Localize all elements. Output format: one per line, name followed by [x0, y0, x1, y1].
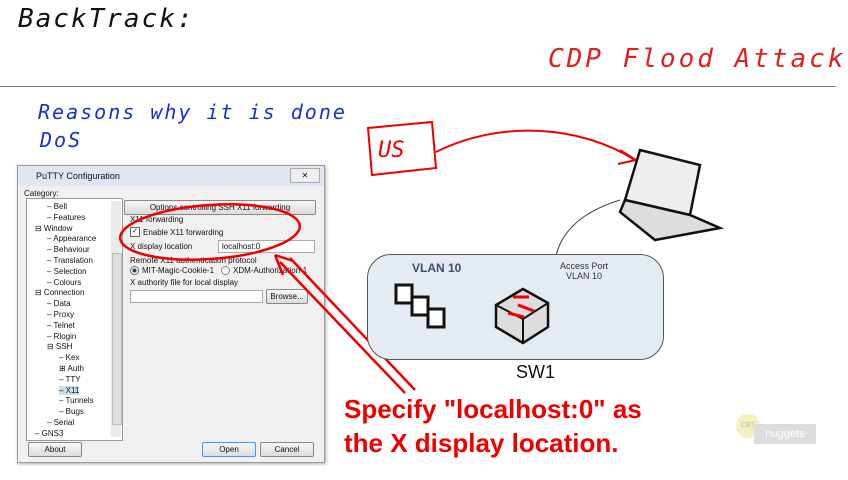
tree-item-rlogin[interactable]: – Rlogin: [47, 331, 77, 341]
panel-header: Options controlling SSH X11 forwarding: [124, 200, 316, 215]
close-button[interactable]: ✕: [290, 168, 320, 183]
cbt-nuggets-logo: CBT nuggets: [736, 414, 820, 450]
open-button[interactable]: Open: [202, 442, 256, 457]
radio-mit-label: MIT-Magic-Cookie-1: [142, 266, 215, 275]
radio-icon: [221, 266, 230, 275]
title-bar: PuTTY Configuration ✕: [18, 166, 324, 186]
tree-item-connection[interactable]: ⊟ Connection: [35, 288, 85, 298]
vlan-label: VLAN 10: [412, 261, 462, 275]
tree-item-data[interactable]: – Data: [47, 299, 71, 309]
putty-window: PuTTY Configuration ✕ Category: – Bell– …: [17, 165, 325, 463]
cancel-button[interactable]: Cancel: [260, 442, 314, 457]
tree-item-colours[interactable]: – Colours: [47, 277, 82, 287]
tree-item-tunnels[interactable]: – Tunnels: [59, 396, 94, 406]
display-location-label: X display location: [130, 242, 193, 251]
red-circle-annotation: [118, 203, 302, 261]
access-port-text: Access Port: [560, 261, 609, 271]
caption-line-1: Specify "localhost:0" as: [344, 394, 642, 424]
tree-item-behaviour[interactable]: – Behaviour: [47, 245, 90, 255]
tree-item-bugs[interactable]: – Bugs: [59, 407, 84, 417]
tree-scrollbar[interactable]: [111, 201, 122, 437]
display-location-input[interactable]: localhost:0: [218, 240, 315, 253]
category-tree: – Bell– Features⊟ Window– Appearance– Be…: [26, 198, 123, 441]
radio-selected-icon: [130, 266, 139, 275]
tree-item-telnet[interactable]: – Telnet: [47, 320, 75, 330]
about-button[interactable]: About: [28, 442, 82, 457]
switch-label: SW1: [516, 362, 556, 382]
tree-item-gns3[interactable]: – GNS3: [35, 428, 64, 438]
tree-item-serial[interactable]: – Serial: [47, 418, 75, 427]
tree-item-appearance[interactable]: – Appearance: [47, 234, 97, 244]
category-label: Category:: [24, 189, 59, 198]
tree-item-x11[interactable]: – X11: [59, 385, 80, 395]
tree-item-tty[interactable]: – TTY: [59, 374, 81, 384]
authfile-input[interactable]: [130, 290, 263, 303]
note-dos: DoS: [40, 128, 83, 152]
switch-icon: [494, 287, 550, 345]
window-title: PuTTY Configuration: [36, 171, 120, 181]
logo-nuggets: nuggets: [754, 424, 816, 444]
tree-item-kex[interactable]: – Kex: [59, 353, 80, 363]
tree-item-translation[interactable]: – Translation: [47, 256, 93, 265]
caption-line-2: the X display location.: [344, 428, 619, 458]
enable-x11-checkbox[interactable]: ✓ Enable X11 forwarding: [130, 227, 223, 237]
caption: Specify "localhost:0" as the X display l…: [344, 392, 642, 460]
laptop-icon: [618, 148, 725, 242]
red-arrow-annotation: [273, 253, 416, 394]
slide-subtitle: CDP Flood Attack: [548, 44, 847, 74]
browse-button[interactable]: Browse...: [266, 289, 308, 304]
check-icon: ✓: [130, 227, 140, 237]
tree-item-ssh[interactable]: ⊟ SSH: [47, 342, 73, 352]
tree-item-window[interactable]: ⊟ Window: [35, 223, 73, 233]
access-vlan-text: VLAN 10: [565, 271, 603, 281]
tree-item-proxy[interactable]: – Proxy: [47, 310, 75, 319]
tree-item-selection[interactable]: – Selection: [47, 266, 87, 276]
radio-mit[interactable]: MIT-Magic-Cookie-1: [130, 266, 214, 275]
radio-xdm[interactable]: XDM-Authorization-1: [221, 266, 316, 275]
note-reasons: Reasons why it is done: [38, 100, 347, 124]
tree-item-auth[interactable]: ⊞ Auth: [59, 364, 84, 373]
slide-title: BackTrack:: [18, 4, 195, 34]
workstations-icon: [394, 283, 446, 329]
us-label: US: [378, 138, 405, 163]
radio-xdm-label: XDM-Authorization-1: [233, 266, 308, 275]
x11-group-label: X11 forwarding: [130, 215, 184, 224]
divider: [0, 86, 836, 87]
tree-item-features[interactable]: – Features: [47, 212, 86, 222]
enable-x11-label: Enable X11 forwarding: [143, 227, 224, 237]
attack-arrow: [435, 129, 639, 165]
tree-item-bell[interactable]: – Bell: [47, 202, 68, 211]
us-box: [366, 120, 438, 177]
authfile-label: X authority file for local display: [130, 278, 239, 287]
